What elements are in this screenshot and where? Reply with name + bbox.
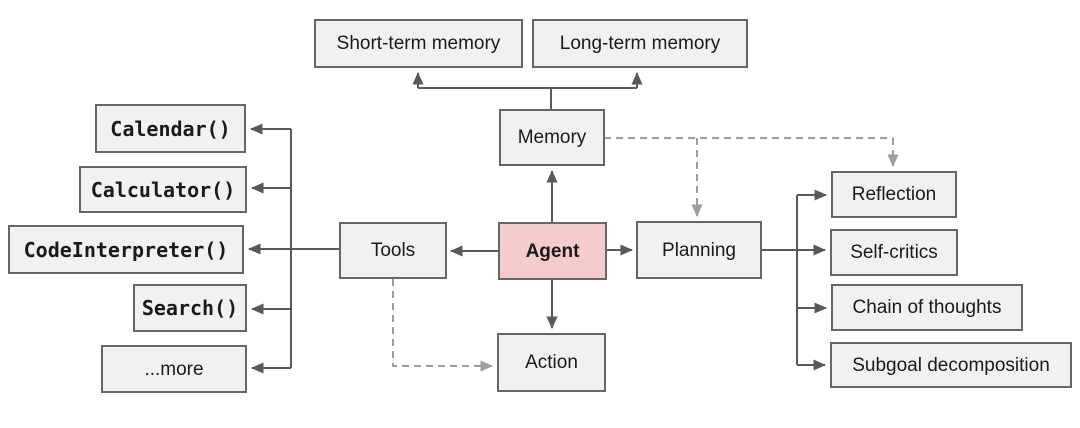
node-agent: Agent <box>498 222 607 280</box>
node-search: Search() <box>133 284 247 332</box>
edge-tools-to-action-dashed <box>392 279 493 372</box>
node-action: Action <box>497 333 606 392</box>
node-self-critics: Self-critics <box>830 229 958 276</box>
node-planning: Planning <box>636 221 762 279</box>
node-tools: Tools <box>339 222 447 279</box>
node-chain-of-thoughts: Chain of thoughts <box>831 284 1023 331</box>
node-long-term-memory: Long-term memory <box>532 19 748 68</box>
edge-memory-fork <box>418 87 637 109</box>
node-code-interpreter: CodeInterpreter() <box>8 225 244 274</box>
node-calendar: Calendar() <box>95 104 246 153</box>
node-short-term-memory: Short-term memory <box>314 19 523 68</box>
node-subgoal-decomposition: Subgoal decomposition <box>830 342 1072 388</box>
node-calculator: Calculator() <box>79 166 247 213</box>
node-reflection: Reflection <box>831 171 957 218</box>
node-memory: Memory <box>499 109 605 166</box>
node-more: ...more <box>101 345 247 393</box>
